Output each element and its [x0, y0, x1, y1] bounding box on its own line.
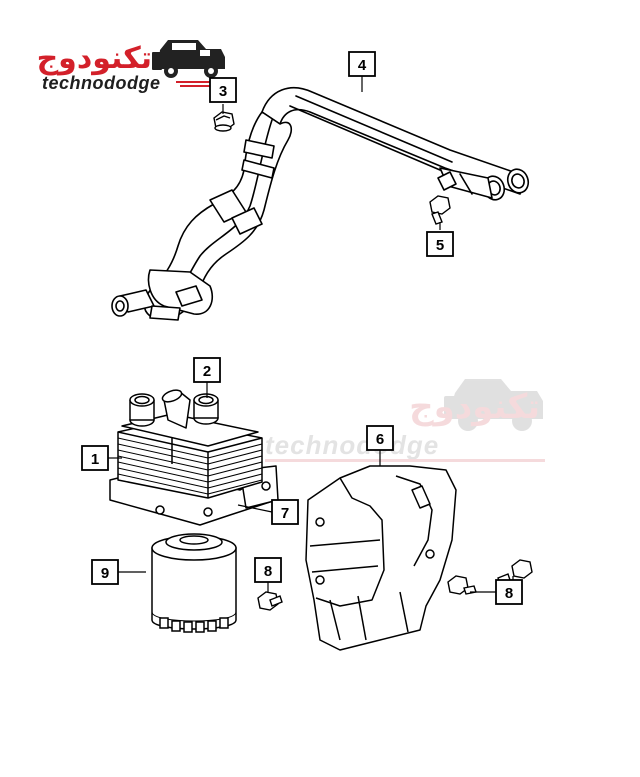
- bolt-part-3: [213, 111, 235, 132]
- bolt-part-8-left: [257, 591, 283, 611]
- callout-6-label: 6: [376, 431, 384, 448]
- logo-latin-text: technododge: [42, 73, 161, 93]
- callout-2: 2: [193, 357, 221, 383]
- callout-8a-label: 8: [264, 563, 272, 580]
- callout-3-label: 3: [219, 83, 227, 100]
- hose-assembly: [111, 87, 530, 321]
- oil-cooler: [109, 389, 279, 526]
- logo-speed-lines: [176, 81, 210, 87]
- leader-7: [237, 504, 273, 513]
- watermark-latin-text: technododge: [265, 430, 439, 460]
- callout-5: 5: [426, 231, 454, 257]
- callout-9: 9: [91, 559, 119, 585]
- callout-7: 7: [271, 499, 299, 525]
- callout-6: 6: [366, 425, 394, 451]
- callouts: 1 2 3 4 5 6 7 8: [81, 51, 523, 605]
- callout-8b-label: 8: [505, 585, 513, 602]
- bolt-part-8-right-b: [447, 575, 477, 595]
- callout-2-label: 2: [203, 363, 211, 380]
- watermark-underline: [265, 459, 545, 462]
- oil-filter: [151, 533, 237, 633]
- callout-3: 3: [209, 77, 237, 103]
- watermark-arabic-text: تكنودوج: [409, 387, 540, 427]
- logo-arabic-text: تكنودوج: [37, 41, 152, 76]
- callout-8b: 8: [495, 579, 523, 605]
- callout-9-label: 9: [101, 565, 109, 582]
- callout-4: 4: [348, 51, 376, 77]
- bolt-part-8-right-a: [497, 559, 533, 585]
- jeep-icon: [152, 40, 225, 78]
- callout-4-label: 4: [358, 57, 367, 74]
- logo: تكنودوج technododge: [37, 40, 225, 93]
- filter-grip-notches: [159, 617, 229, 633]
- callout-1-label: 1: [91, 451, 99, 468]
- callout-7-label: 7: [281, 505, 289, 522]
- watermark-jeep-icon: [444, 379, 543, 431]
- callout-5-label: 5: [436, 237, 444, 254]
- bolt-part-5: [429, 195, 451, 225]
- callout-1: 1: [81, 445, 109, 471]
- cover-part-6: [305, 465, 457, 651]
- leader-lines: [108, 76, 514, 593]
- callout-8a: 8: [254, 557, 282, 583]
- watermark: تكنودوج technododge: [265, 379, 545, 462]
